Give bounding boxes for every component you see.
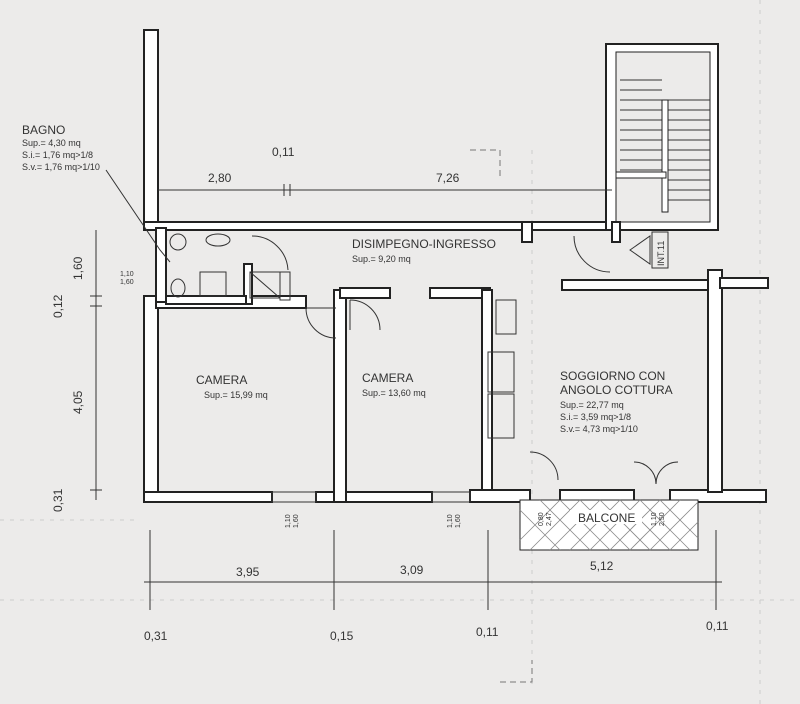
dim-bot-395: 3,95	[236, 565, 260, 579]
window-camera1	[271, 491, 317, 503]
win-balc2-1: 1,10	[651, 512, 658, 526]
wall-right-top	[719, 277, 769, 289]
win-bagno-1: 1,10	[120, 271, 134, 278]
win-cam2-2: 1,60	[455, 514, 462, 528]
bathtub-icon	[199, 271, 227, 297]
camera1-title: CAMERA	[196, 373, 247, 387]
stair-steps	[620, 79, 710, 201]
section-mark	[470, 149, 501, 180]
toilet-icon	[169, 233, 187, 251]
soggiorno-title-2: ANGOLO COTTURA	[560, 383, 673, 397]
wall-soggiorno-top	[561, 279, 723, 291]
bagno-title: BAGNO	[22, 123, 65, 137]
door-balcony-1	[529, 451, 559, 481]
disimpegno-sup: Sup.= 9,20 mq	[352, 254, 411, 264]
sink-icon	[205, 233, 231, 247]
wall-bagno-left	[155, 227, 167, 303]
win-cam1-2: 1,60	[293, 514, 300, 528]
wall-right	[707, 269, 723, 493]
dim-left-160: 1,60	[71, 256, 85, 280]
kitchen-sink-icon	[487, 393, 515, 439]
dim-top-011: 0,11	[272, 145, 295, 159]
entrance-arrow-icon	[629, 235, 651, 265]
win-cam2-1: 1,10	[447, 514, 454, 528]
window-camera2	[431, 491, 471, 503]
dim-bot-031: 0,31	[144, 629, 168, 643]
dim-bot-015: 0,15	[330, 629, 354, 643]
dim-top-280: 2,80	[208, 171, 232, 185]
door-balcony-2	[633, 461, 657, 485]
wall-stub	[611, 221, 621, 243]
balcony-hatch	[519, 499, 699, 551]
door-bagno	[251, 235, 289, 271]
washer-icon	[279, 271, 291, 301]
dim-bot-309: 3,09	[400, 563, 424, 577]
dim-bot-512: 5,12	[590, 559, 614, 573]
disimpegno-title: DISIMPEGNO-INGRESSO	[352, 237, 496, 251]
wall-camera-divider	[333, 289, 347, 503]
door-entrance	[573, 235, 611, 273]
win-balc2-2: 2,50	[659, 512, 666, 526]
dim-left-012: 0,12	[51, 294, 65, 318]
dim-bot-011b: 0,11	[706, 619, 729, 633]
fridge-icon	[495, 299, 517, 335]
bagno-leader	[105, 169, 171, 263]
dim-bot-011a: 0,11	[476, 625, 499, 639]
soggiorno-sv: S.v.= 4,73 mq>1/10	[560, 424, 638, 434]
bagno-sup: Sup.= 4,30 mq	[22, 138, 81, 148]
soggiorno-si: S.i.= 3,59 mq>1/8	[560, 412, 631, 422]
wall-bagno-right	[243, 263, 253, 305]
int-label: INT.11	[656, 241, 666, 266]
wall-left	[143, 295, 159, 503]
dim-left-405: 4,05	[71, 390, 85, 414]
door-camera2	[349, 299, 381, 331]
win-cam1-1: 1,10	[285, 514, 292, 528]
wall-corridor-top	[143, 221, 615, 231]
stove-icon	[487, 351, 515, 393]
bagno-sv: S.v.= 1,76 mq>1/10	[22, 162, 100, 172]
win-balc-1: 0,80	[538, 512, 545, 526]
camera2-sup: Sup.= 13,60 mq	[362, 388, 426, 398]
wall-bottom-1	[143, 491, 273, 503]
win-balc-2: 2,47	[546, 512, 553, 526]
dim-top-726: 7,26	[436, 171, 460, 185]
wall-camera2-top	[339, 287, 391, 299]
balcone-label: BALCONE	[578, 511, 635, 525]
bidet-icon	[170, 278, 186, 298]
bagno-si: S.i.= 1,76 mq>1/8	[22, 150, 93, 160]
door-camera1	[305, 307, 337, 339]
int-label-box	[651, 231, 669, 269]
wall-upper-left	[143, 29, 159, 231]
section-mark	[500, 660, 533, 683]
soggiorno-sup: Sup.= 22,77 mq	[560, 400, 624, 410]
win-bagno-2: 1,60	[120, 279, 134, 286]
wall-camera2-right	[481, 289, 493, 491]
soggiorno-title-1: SOGGIORNO CON	[560, 369, 665, 383]
dim-left-031: 0,31	[51, 488, 65, 512]
camera1-sup: Sup.= 15,99 mq	[204, 390, 268, 400]
camera2-title: CAMERA	[362, 371, 413, 385]
wall-corridor-stub	[521, 221, 533, 243]
